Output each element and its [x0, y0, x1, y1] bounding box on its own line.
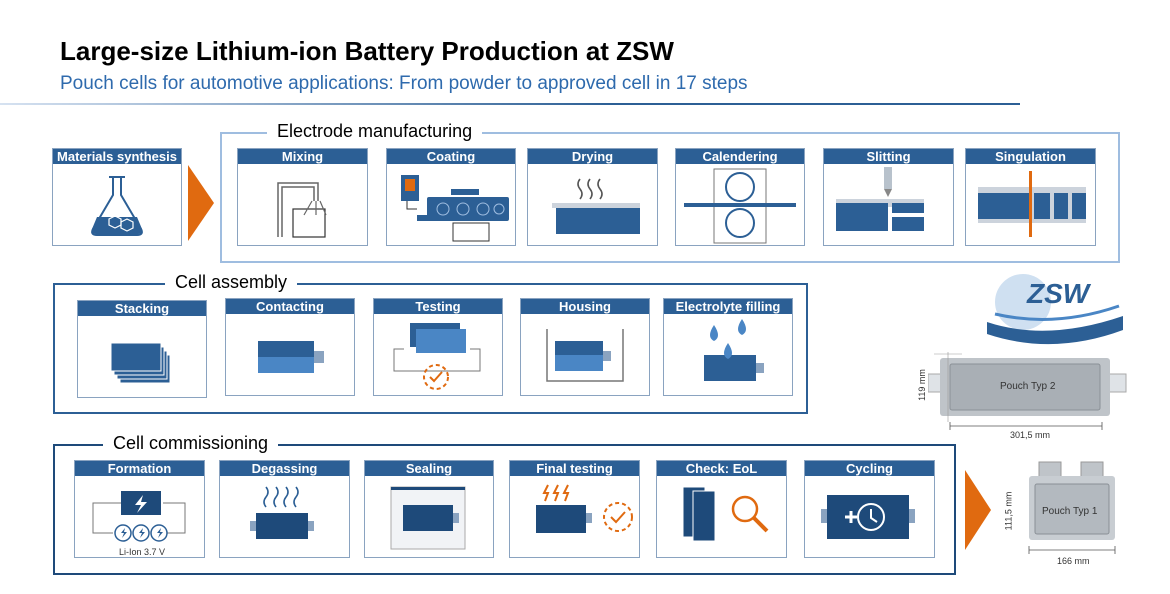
page-title: Large-size Lithium-ion Battery Productio… [60, 36, 674, 66]
step-calendering: Calendering [675, 148, 805, 246]
calender-rollers-icon [684, 168, 796, 244]
step-materials-synthesis: Materials synthesis [52, 148, 182, 246]
step-slitting: Slitting [823, 148, 954, 246]
eol-check-magnifier-icon [682, 486, 769, 542]
step-sealing: Sealing [364, 460, 494, 558]
contacted-cell-icon [258, 341, 324, 373]
step-materials-synthesis-label: Materials synthesis [53, 149, 181, 164]
step-slitting-label: Slitting [824, 149, 953, 164]
formation-charge-icon [92, 491, 186, 542]
step-stacking: Stacking [77, 300, 207, 398]
page-subtitle: Pouch cells for automotive applications:… [60, 73, 748, 94]
step-check-eol-label: Check: EoL [657, 461, 786, 476]
pouch-typ1-label: Pouch Typ 1 [1042, 506, 1098, 517]
step-check-eol: Check: EoL [656, 460, 787, 558]
step-formation-label: Formation [75, 461, 204, 476]
zsw-logo-text: ZSW [1027, 278, 1090, 309]
group-assembly-label: Cell assembly [165, 272, 298, 293]
formation-caption: Li-Ion 3.7 V [119, 547, 166, 557]
pouch-typ2-picture: Pouch Typ 2 119 mm 301,5 mm [917, 352, 1128, 442]
degassing-icon [250, 486, 314, 539]
step-stacking-label: Stacking [78, 301, 206, 316]
group-commissioning-label: Cell commissioning [103, 433, 279, 454]
group-cell-assembly: Cell assembly [53, 272, 808, 414]
step-housing: Housing [520, 298, 650, 396]
pouch-typ2-height: 119 mm [916, 369, 927, 401]
sealing-icon [390, 486, 466, 550]
step-electrolyte-filling: Electrolyte filling [663, 298, 793, 396]
step-drying: Drying [527, 148, 658, 246]
slitting-knife-icon [836, 167, 924, 231]
cell-housing-icon [546, 329, 624, 382]
coating-machine-icon [401, 175, 509, 242]
step-contacting-label: Contacting [226, 299, 354, 314]
step-singulation: Singulation [965, 148, 1096, 246]
step-final-testing: Final testing [509, 460, 640, 558]
step-degassing: Degassing [219, 460, 350, 558]
pouch-typ2-label: Pouch Typ 2 [1000, 381, 1056, 392]
stacked-electrodes-icon [110, 342, 171, 384]
final-test-icon [536, 484, 633, 533]
pouch-typ1-height: 111,5 mm [1003, 491, 1014, 531]
step-coating: Coating [386, 148, 516, 246]
singulation-cut-icon [978, 171, 1086, 237]
group-electrode-manufacturing: Electrode manufacturing [220, 121, 1120, 263]
mixer-icon [277, 182, 327, 238]
pouch-typ1-picture: Pouch Typ 1 111,5 mm 166 mm [995, 460, 1125, 570]
group-electrode-label: Electrode manufacturing [267, 121, 483, 142]
drying-icon [552, 178, 640, 234]
pouch-typ2-width: 301,5 mm [1010, 430, 1051, 440]
cell-test-gear-icon [393, 323, 481, 390]
step-formation: Formation Li-Ion 3.7 V [74, 460, 205, 558]
step-testing-label: Testing [374, 299, 502, 314]
cycling-clock-icon [821, 495, 915, 539]
step-sealing-label: Sealing [365, 461, 493, 476]
step-electrolyte-filling-label: Electrolyte filling [664, 299, 792, 314]
step-drying-label: Drying [528, 149, 657, 164]
flow-arrow-1 [188, 165, 214, 241]
step-final-testing-label: Final testing [510, 461, 639, 476]
title-divider [0, 103, 1020, 105]
flow-arrow-2 [965, 470, 991, 550]
step-cycling: Cycling [804, 460, 935, 558]
step-singulation-label: Singulation [966, 149, 1095, 164]
group-cell-commissioning: Cell commissioning [53, 433, 956, 575]
zsw-logo: ZSW [985, 272, 1125, 352]
step-mixing-label: Mixing [238, 149, 367, 164]
step-cycling-label: Cycling [805, 461, 934, 476]
step-mixing: Mixing [237, 148, 368, 246]
step-coating-label: Coating [387, 149, 515, 164]
step-testing: Testing [373, 298, 503, 396]
step-calendering-label: Calendering [676, 149, 804, 164]
step-degassing-label: Degassing [220, 461, 349, 476]
step-contacting: Contacting [225, 298, 355, 396]
pouch-typ1-width: 166 mm [1057, 556, 1090, 566]
zsw-logo-graphic [987, 274, 1123, 345]
flask-icon [91, 176, 143, 236]
electrolyte-drops-icon [704, 319, 764, 381]
step-housing-label: Housing [521, 299, 649, 314]
